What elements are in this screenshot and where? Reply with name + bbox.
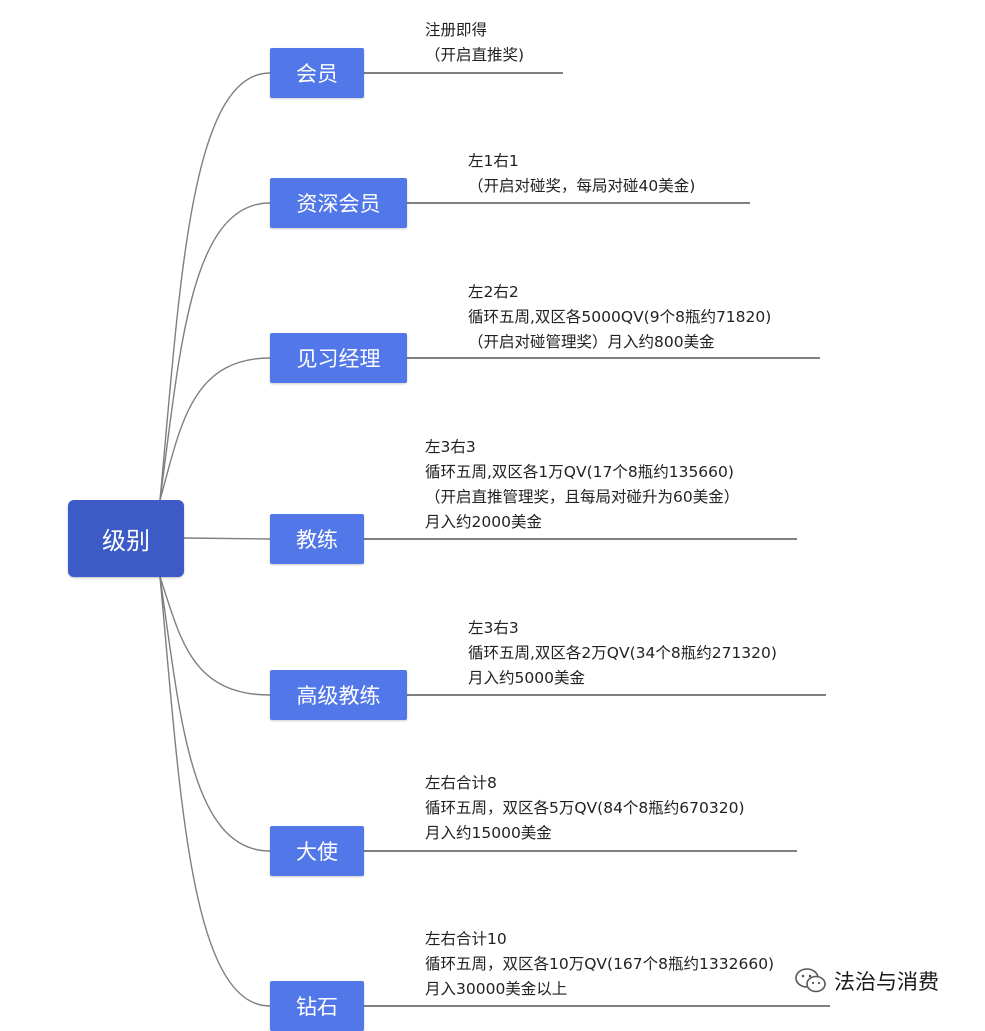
note-line: （开启直推管理奖，且每局对碰升为60美金） [425, 488, 740, 506]
wechat-icon [795, 968, 826, 993]
note-line: 左3右3 [468, 619, 519, 637]
note-ambassador: 左右合计8 循环五周，双区各5万QV(84个8瓶约670320) 月入约15000美… [425, 771, 745, 846]
node-coach: 教练 [270, 514, 364, 564]
note-coach: 左3右3 循环五周,双区各1万QV(17个8瓶约135660) （开启直推管理奖，且… [425, 435, 739, 535]
note-line: 左右合计10 [425, 930, 507, 948]
note-line: 循环五周，双区各5万QV(84个8瓶约670320) [425, 799, 745, 817]
note-line: （开启对碰管理奖）月入约800美金 [468, 333, 715, 351]
node-ambassador: 大使 [270, 826, 364, 876]
node-diamond: 钻石 [270, 981, 364, 1031]
connector-line [159, 357, 271, 501]
node-senior-member: 资深会员 [270, 178, 407, 228]
root-node: 级别 [68, 500, 184, 577]
connector-line [183, 537, 271, 540]
note-line: 月入约5000美金 [468, 669, 585, 687]
note-line: 左右合计8 [425, 774, 497, 792]
note-line: 月入约2000美金 [425, 513, 542, 531]
note-line: 左3右3 [425, 438, 476, 456]
note-member: 注册即得 （开启直推奖) [425, 18, 524, 68]
node-label: 会员 [296, 62, 338, 86]
node-label: 资深会员 [296, 192, 381, 216]
note-line: 月入30000美金以上 [425, 980, 568, 998]
connector-line [159, 576, 271, 696]
connector-line [159, 72, 271, 501]
node-trainee-manager: 见习经理 [270, 333, 407, 383]
node-label: 高级教练 [296, 684, 381, 708]
node-label: 钻石 [296, 995, 338, 1019]
note-line: 月入约15000美金 [425, 824, 552, 842]
connector-line [159, 202, 271, 501]
note-line: 循环五周,双区各2万QV(34个8瓶约271320) [468, 644, 777, 662]
node-label: 大使 [296, 840, 338, 864]
note-line: 左1右1 [468, 152, 519, 170]
note-line: 左2右2 [468, 283, 519, 301]
node-senior-coach: 高级教练 [270, 670, 407, 720]
note-line: 循环五周，双区各10万QV(167个8瓶约1332660) [425, 955, 775, 973]
note-senior-member: 左1右1 （开启对碰奖，每局对碰40美金) [468, 149, 695, 199]
node-label: 教练 [296, 528, 338, 552]
node-member: 会员 [270, 48, 364, 98]
connector-line [159, 576, 271, 1007]
note-line: 循环五周,双区各5000QV(9个8瓶约71820) [468, 308, 772, 326]
root-label: 级别 [102, 527, 150, 555]
note-line: （开启对碰奖，每局对碰40美金) [468, 177, 696, 195]
note-line: 注册即得 [425, 21, 488, 39]
note-diamond: 左右合计10 循环五周，双区各10万QV(167个8瓶约1332660) 月入300… [425, 927, 774, 1002]
note-line: （开启直推奖) [425, 46, 525, 64]
watermark: 法治与消费 [790, 966, 943, 996]
node-label: 见习经理 [296, 347, 381, 371]
note-senior-coach: 左3右3 循环五周,双区各2万QV(34个8瓶约271320) 月入约5000美金 [468, 616, 777, 691]
note-line: 循环五周,双区各1万QV(17个8瓶约135660) [425, 463, 734, 481]
watermark-text: 法治与消费 [834, 970, 939, 994]
connector-line [159, 576, 271, 852]
note-trainee-manager: 左2右2 循环五周,双区各5000QV(9个8瓶约71820) （开启对碰管理奖）月… [468, 280, 771, 355]
